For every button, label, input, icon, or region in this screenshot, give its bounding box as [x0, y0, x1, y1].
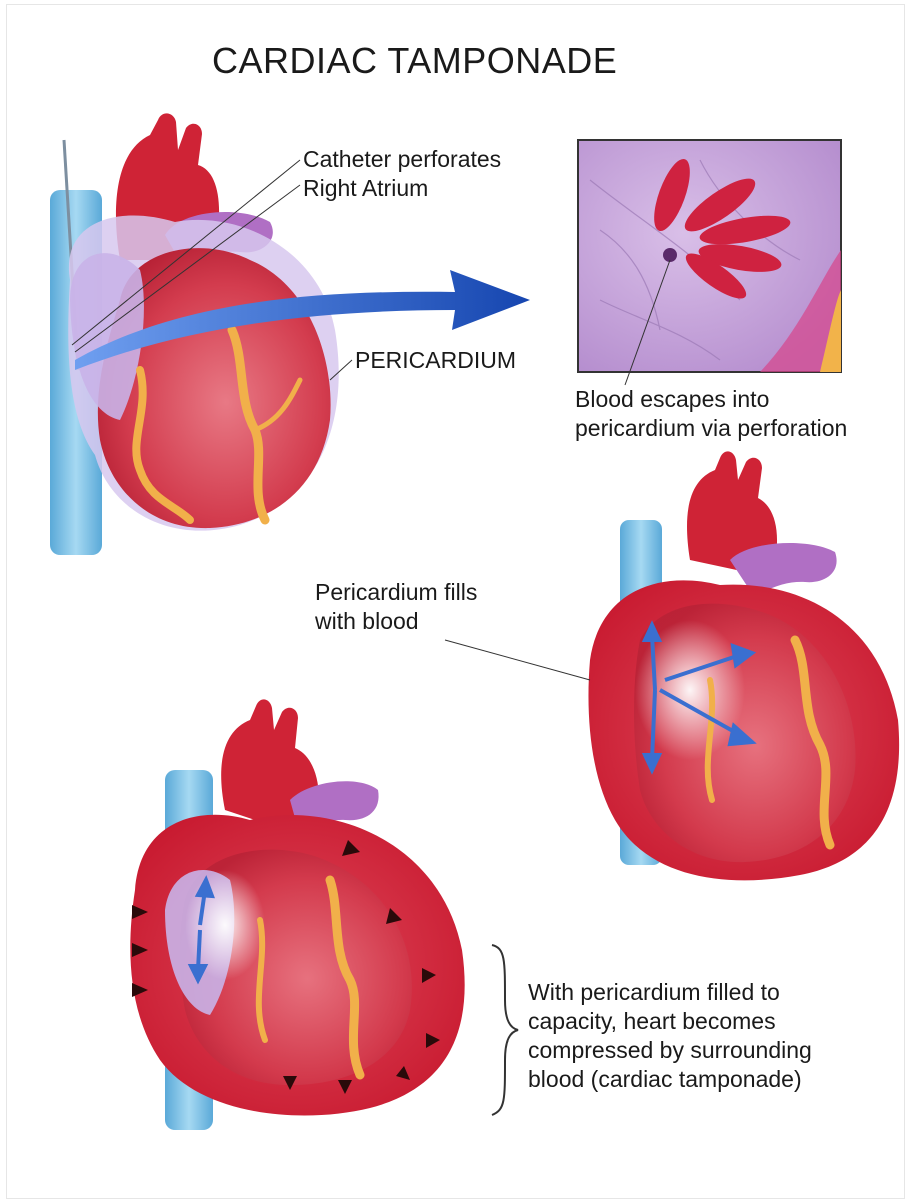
label-tamponade-line2: capacity, heart becomes: [528, 1008, 776, 1034]
heart-illustration-3: [130, 699, 464, 1130]
label-escape-line2: pericardium via perforation: [575, 415, 847, 441]
label-fills-line1: Pericardium fills: [315, 579, 477, 605]
label-catheter-line1: Catheter perforates: [303, 146, 501, 172]
label-catheter-line2: Right Atrium: [303, 175, 428, 201]
label-fills-line2: with blood: [315, 608, 419, 634]
label-tamponade-line4: blood (cardiac tamponade): [528, 1066, 802, 1092]
leader-fills: [445, 640, 590, 680]
label-tamponade: With pericardium filled to capacity, hea…: [528, 978, 812, 1094]
label-tamponade-line3: compressed by surrounding: [528, 1037, 812, 1063]
label-pericardium-fills: Pericardium fills with blood: [315, 578, 477, 636]
label-pericardium: PERICARDIUM: [355, 346, 516, 375]
heart-illustration-2: [445, 451, 899, 880]
label-escape-line1: Blood escapes into: [575, 386, 769, 412]
label-catheter: Catheter perforates Right Atrium: [303, 145, 501, 203]
label-blood-escapes: Blood escapes into pericardium via perfo…: [575, 385, 847, 443]
perforation-hole: [663, 248, 677, 262]
perforation-inset: [578, 140, 841, 385]
figure-title: CARDIAC TAMPONADE: [212, 40, 617, 82]
label-tamponade-line1: With pericardium filled to: [528, 979, 780, 1005]
bracket-brace: [492, 945, 518, 1115]
